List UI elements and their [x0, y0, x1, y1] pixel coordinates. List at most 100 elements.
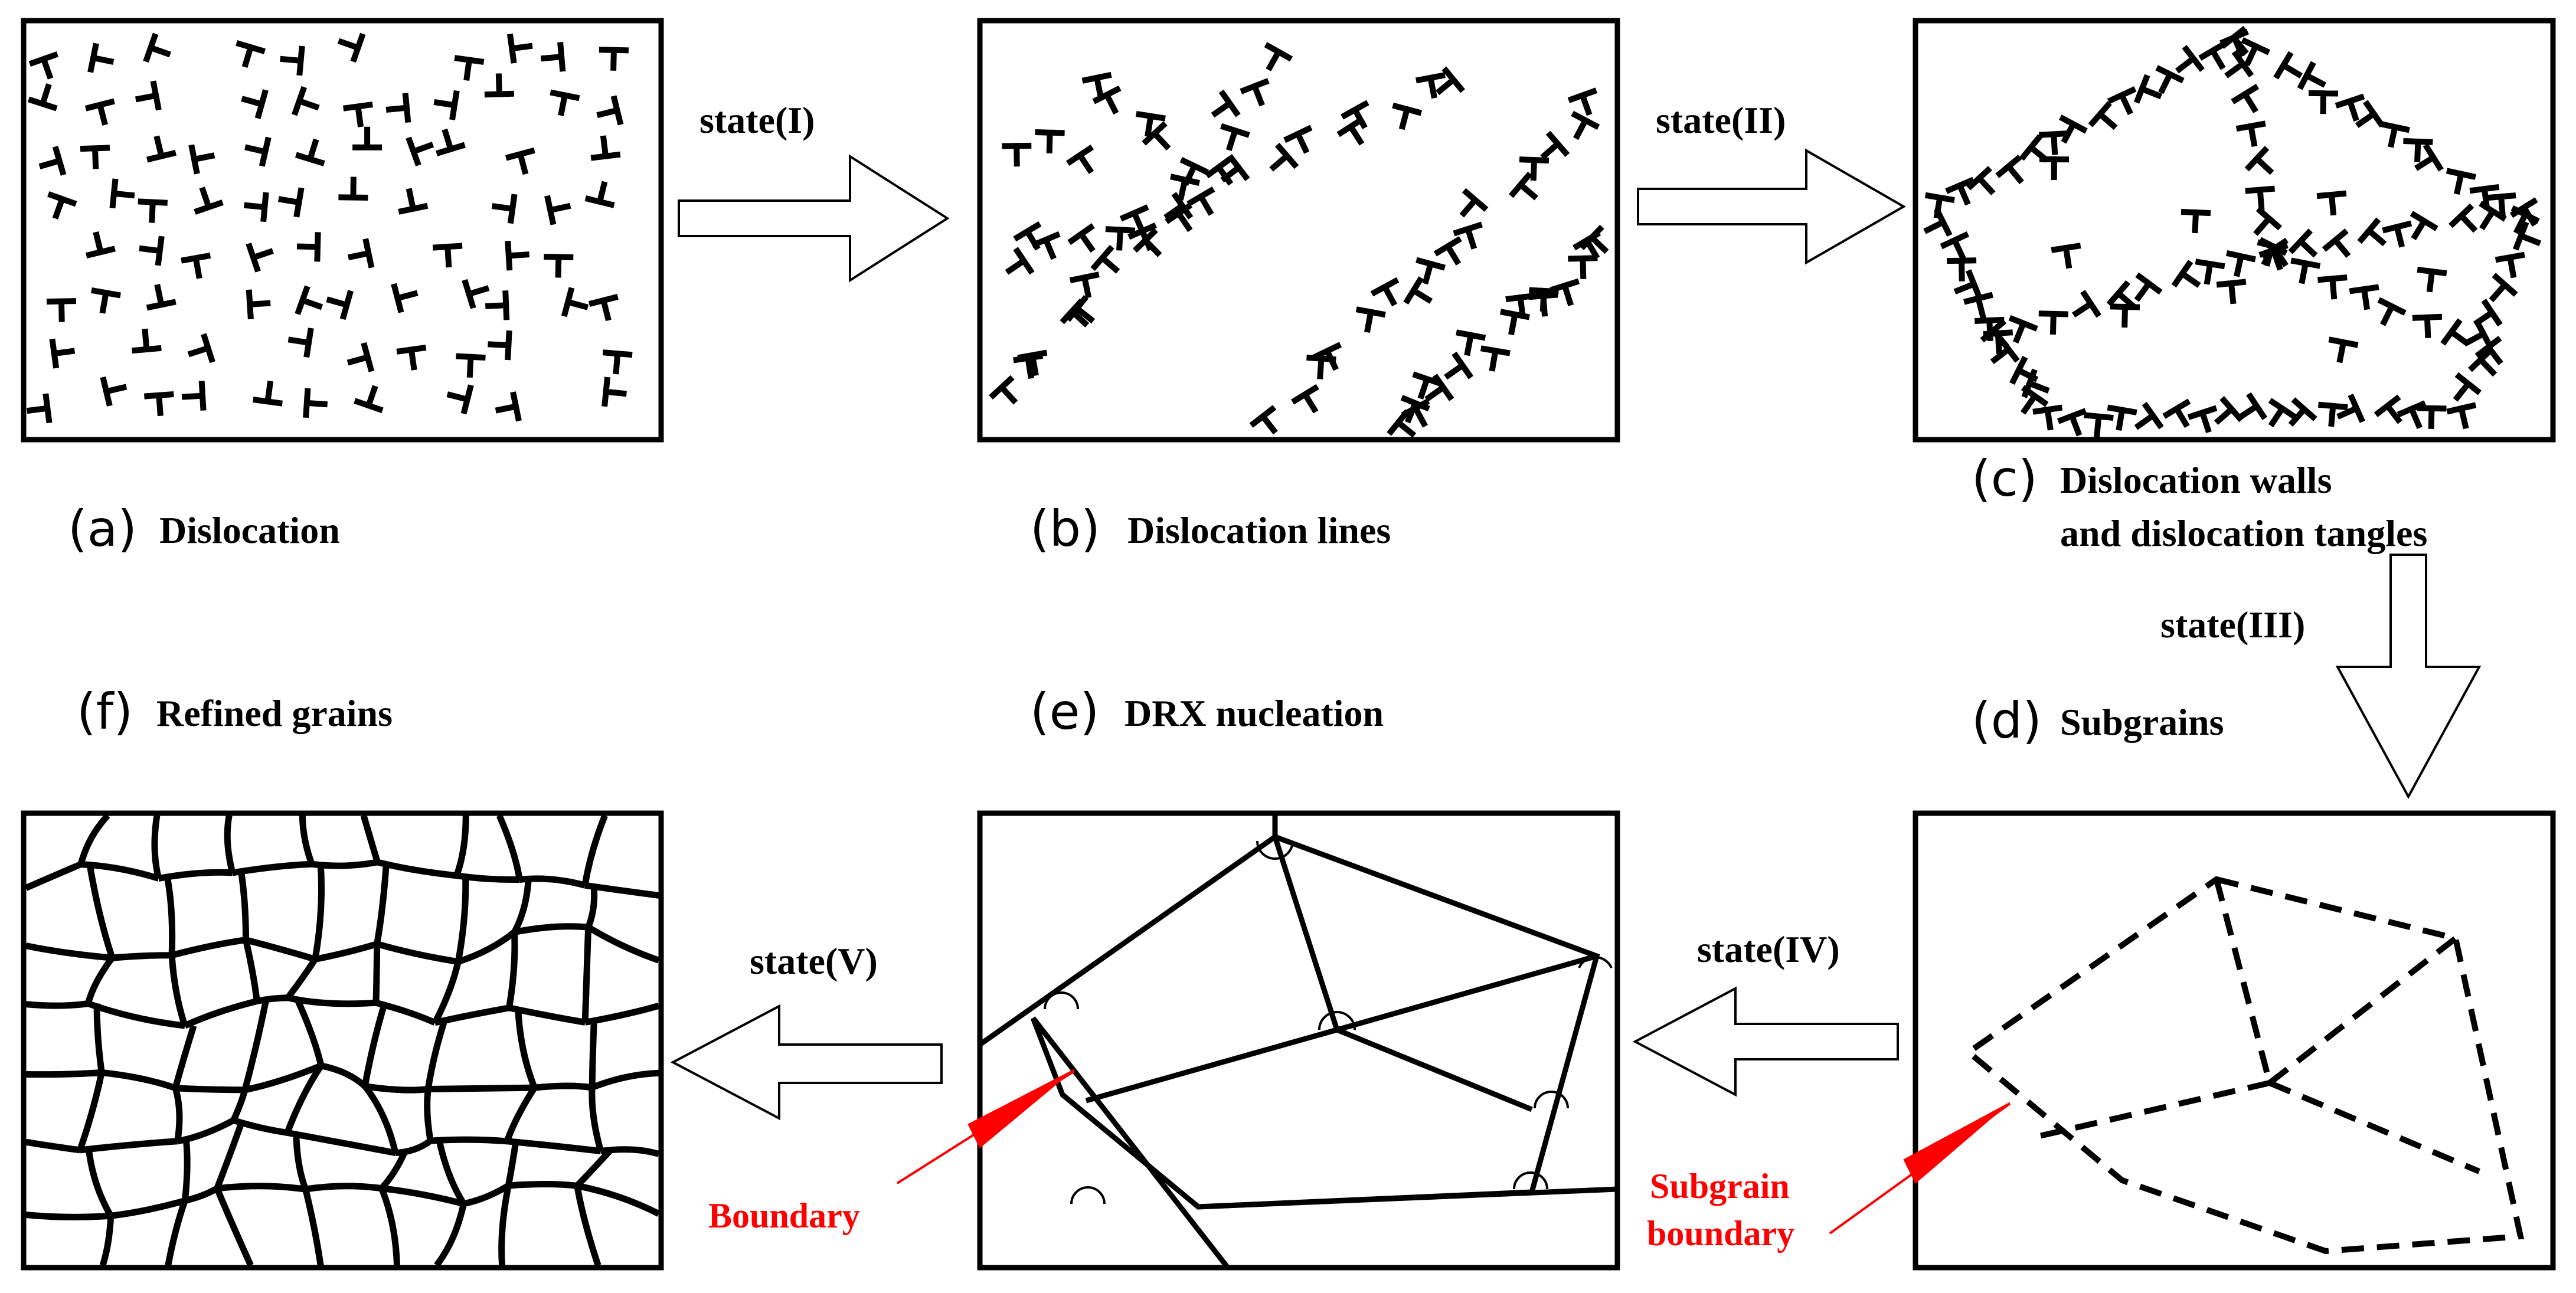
- dislocation-symbol: [244, 192, 269, 222]
- dislocation-symbol: [2133, 74, 2163, 104]
- panel-d-frame: [1913, 810, 2556, 1271]
- panel-c-letter: (c): [1972, 450, 2038, 508]
- grain-boundary-segment: [434, 1004, 510, 1026]
- dislocation-symbol: [2058, 114, 2088, 144]
- grain-boundary-segment: [25, 1069, 102, 1078]
- dislocation-symbol: [550, 89, 580, 116]
- dislocation-symbol: [2088, 101, 2118, 130]
- dislocation-symbol: [2440, 318, 2470, 347]
- nucleus-1: [1256, 840, 1294, 860]
- dislocation-symbol: [1509, 171, 1538, 201]
- grain-boundary-segment: [172, 1024, 197, 1089]
- dislocation-symbol: [132, 328, 162, 354]
- subgrain-wall-2: [2267, 936, 2458, 1085]
- dislocation-symbol: [109, 178, 135, 209]
- dislocation-symbol: [2110, 303, 2140, 328]
- grain-boundary-segment: [151, 815, 162, 879]
- boundary-inner-1: [1272, 836, 1340, 1031]
- dislocation-symbol: [47, 191, 77, 220]
- dislocation-symbol: [1980, 319, 2009, 349]
- dislocation-symbol: [1540, 130, 1570, 160]
- subgrain-outline: [1963, 876, 2525, 1255]
- dislocation-symbol: [1065, 294, 1096, 324]
- boundary-lower-1: [1031, 1016, 1230, 1269]
- dislocation-symbol: [352, 126, 383, 150]
- dislocation-symbol: [485, 290, 510, 320]
- dislocation-symbol: [588, 294, 619, 322]
- dislocation-symbol: [2195, 258, 2225, 285]
- grain-boundary-segment: [172, 1087, 183, 1142]
- dislocation-symbol: [544, 254, 574, 278]
- grain-boundary-segment: [424, 1022, 447, 1090]
- dislocation-symbol: [2162, 398, 2191, 428]
- dislocation-symbol: [1963, 292, 1993, 319]
- dislocation-symbol: [1568, 255, 1598, 280]
- dislocation-symbol: [326, 290, 354, 320]
- dislocation-symbol: [1923, 207, 1953, 237]
- dislocation-symbol: [295, 138, 325, 166]
- arrow-left-icon: [1632, 986, 1899, 1097]
- dislocation-symbol: [1433, 236, 1462, 266]
- state-2-label: state(II): [1656, 99, 1786, 141]
- dislocation-symbol: [1341, 100, 1369, 129]
- grain-boundary-segment: [285, 957, 318, 1000]
- arrow-left-icon: [670, 1004, 943, 1121]
- dislocation-symbol: [337, 32, 366, 63]
- dislocation-symbol: [2479, 201, 2507, 231]
- grain-boundary-segment: [79, 1138, 178, 1154]
- panel-f-caption: Refined grains: [156, 692, 393, 734]
- dislocation-symbol: [398, 188, 429, 215]
- grain-boundary-segment: [245, 937, 316, 963]
- dislocation-symbol: [1403, 276, 1433, 305]
- dislocation-symbol: [2463, 319, 2493, 349]
- nucleus-6: [1070, 1186, 1106, 1204]
- dislocation-symbol: [2226, 250, 2256, 277]
- dislocation-symbol: [1456, 329, 1486, 356]
- grain-boundary-segment: [381, 1185, 465, 1207]
- grain-boundary-segment: [25, 942, 113, 961]
- dislocation-symbol: [484, 73, 515, 98]
- grain-boundary-segment: [320, 1062, 367, 1089]
- dislocation-symbol: [1370, 277, 1400, 307]
- panel-c-caption-line1: Dislocation walls: [2060, 459, 2332, 501]
- grain-boundary-segment: [457, 929, 516, 965]
- dislocation-symbol: [1945, 176, 1975, 206]
- dislocation-symbol: [2245, 185, 2276, 211]
- dislocation-symbol: [396, 345, 427, 371]
- dislocation-symbol: [2410, 211, 2438, 241]
- grain-boundary-segment: [585, 885, 598, 929]
- dislocation-symbol: [1579, 224, 1609, 254]
- dislocation-symbol: [135, 80, 162, 111]
- dislocation-symbol: [2509, 197, 2538, 227]
- dislocation-symbol: [462, 279, 490, 309]
- dislocation-symbol: [2374, 394, 2402, 424]
- state-1-label: state(I): [699, 99, 815, 141]
- dislocation-symbol: [1424, 374, 1454, 402]
- nucleus-7: [1513, 1171, 1548, 1190]
- dislocation-symbol: [2051, 243, 2081, 269]
- grain-boundary-segment: [376, 941, 459, 965]
- dislocation-symbol: [194, 186, 224, 215]
- subgrain-boundaries: [1963, 876, 2525, 1255]
- dislocation-symbol: [1549, 278, 1580, 306]
- dislocation-symbol: [584, 181, 615, 208]
- grain-boundary-segment: [584, 1003, 660, 1026]
- dislocation-symbol: [433, 90, 460, 120]
- panel-a-dislocations: [27, 32, 633, 424]
- panel-c-caption-line2: and dislocation tangles: [2060, 512, 2427, 554]
- dislocation-symbol: [241, 89, 269, 119]
- dislocation-symbol: [146, 284, 176, 311]
- dislocation-symbol: [2220, 25, 2249, 55]
- dislocation-symbol: [1136, 110, 1166, 138]
- dislocation-symbol: [1444, 351, 1474, 380]
- dislocation-symbol: [295, 285, 323, 315]
- grain-boundary-segment: [453, 815, 469, 877]
- grain-boundary-segment: [93, 1003, 105, 1073]
- dislocation-symbol: [1013, 221, 1042, 251]
- arrow-right-icon: [1637, 148, 1907, 265]
- dislocation-symbol: [1105, 226, 1136, 251]
- dislocation-symbol: [2357, 217, 2387, 247]
- grain-boundary-segment: [505, 1140, 519, 1187]
- dislocation-symbol: [1090, 244, 1120, 274]
- dislocation-symbol: [188, 144, 215, 175]
